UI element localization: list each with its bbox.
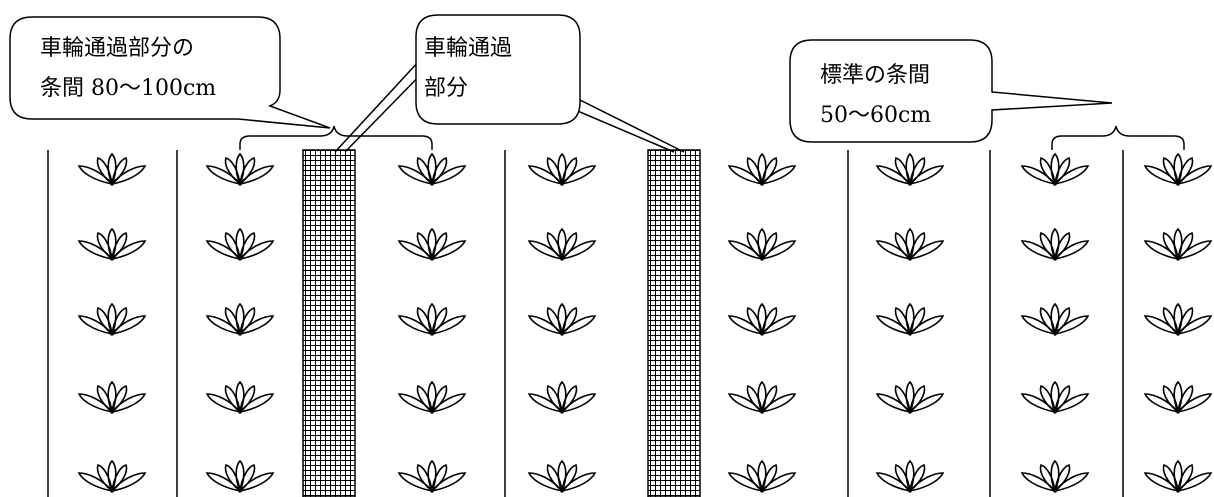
callout-text-line2: 条間 80～100cm: [40, 76, 216, 101]
lettuce-plant-icon: [1143, 459, 1213, 494]
lettuce-plant-icon: [527, 459, 597, 494]
lettuce-plant-icon: [1020, 380, 1090, 415]
lettuce-plant-icon: [397, 380, 467, 415]
lettuce-plant-icon: [875, 227, 945, 262]
lettuce-plant-icon: [527, 227, 597, 262]
lettuce-plant-icon: [205, 227, 275, 262]
lettuce-plant-icon: [1020, 302, 1090, 337]
lettuce-plant-icon: [77, 302, 147, 337]
spacing-brace: [239, 125, 433, 150]
lettuce-plant-icon: [875, 152, 945, 187]
callout-text-line2: 50～60cm: [820, 103, 931, 128]
lettuce-plant-icon: [727, 302, 797, 337]
lettuce-plant-icon: [1143, 227, 1213, 262]
callout-wheel-track: 車輪通過 部分: [334, 14, 685, 153]
callout-bubble: [789, 39, 1113, 143]
lettuce-plant-icon: [727, 459, 797, 494]
lettuce-plant-icon: [1143, 152, 1213, 187]
callout-standard-row-spacing: 標準の条間 50～60cm: [789, 39, 1185, 150]
callout-text-line1: 車輪通過: [424, 36, 512, 61]
lettuce-plant-icon: [397, 459, 467, 494]
callout-bubble: [415, 14, 581, 125]
lettuce-plant-icon: [527, 380, 597, 415]
wheel-tracks: [302, 149, 701, 497]
row-divider-lines: [47, 150, 1124, 497]
lettuce-plant-icon: [875, 302, 945, 337]
lettuce-plant-icon: [727, 152, 797, 187]
lettuce-plant-icon: [77, 459, 147, 494]
lettuce-plant-icon: [205, 459, 275, 494]
lettuce-plant-icon: [397, 227, 467, 262]
lettuce-plant-icon: [77, 227, 147, 262]
lettuce-plant-icon: [77, 152, 147, 187]
callout-bubble: [9, 16, 331, 129]
lettuce-plant-icon: [1020, 152, 1090, 187]
spacing-brace: [1051, 125, 1185, 150]
lettuce-plant-icon: [397, 302, 467, 337]
lettuce-plant-icon: [205, 152, 275, 187]
callout-text-line1: 車輪通過部分の: [40, 36, 194, 61]
wheel-track-strip: [302, 149, 356, 497]
lettuce-plant-icon: [1020, 459, 1090, 494]
lettuce-plant-icon: [1020, 227, 1090, 262]
pointer-line: [334, 59, 421, 153]
lettuce-plant-icon: [77, 380, 147, 415]
lettuce-plant-icon: [527, 152, 597, 187]
callout-text-line1: 標準の条間: [820, 63, 930, 88]
lettuce-plant-icon: [527, 302, 597, 337]
lettuce-plant-icon: [875, 380, 945, 415]
lettuce-plant-icon: [397, 152, 467, 187]
callout-text-line2: 部分: [424, 76, 468, 101]
lettuce-plant-icon: [727, 380, 797, 415]
plant-grid: [77, 152, 1213, 494]
lettuce-plant-icon: [205, 302, 275, 337]
lettuce-plant-icon: [727, 227, 797, 262]
wheel-track-strip: [647, 149, 701, 497]
lettuce-plant-icon: [205, 380, 275, 415]
callout-wheel-row-spacing: 車輪通過部分の 条間 80～100cm: [9, 16, 433, 150]
lettuce-plant-icon: [1143, 302, 1213, 337]
lettuce-plant-icon: [1143, 380, 1213, 415]
lettuce-plant-icon: [875, 459, 945, 494]
